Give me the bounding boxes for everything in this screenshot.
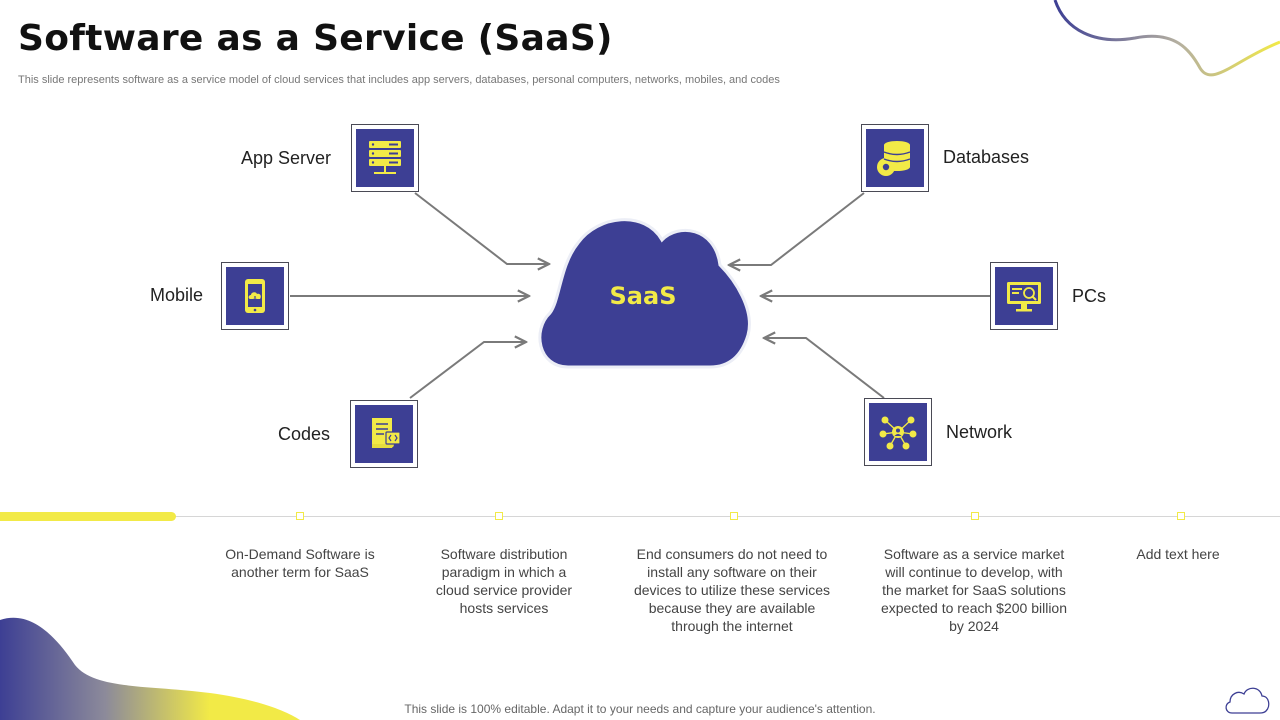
- monitor-chart-icon: [1007, 282, 1041, 312]
- code-scroll-icon: [368, 418, 401, 448]
- network-tile: [864, 398, 932, 466]
- saas-label: SaaS: [609, 282, 677, 310]
- timeline-text-2: Software distribution paradigm in which …: [435, 546, 573, 616]
- mobile-cloud-icon: [245, 279, 265, 313]
- codes-tile: [350, 400, 418, 468]
- page-subtitle: This slide represents software as a serv…: [18, 74, 780, 86]
- timeline-text-3: End consumers do not need to install any…: [633, 546, 831, 634]
- saas-cloud: [538, 218, 751, 369]
- top-wave-decoration: [1053, 0, 1280, 77]
- network-label: Network: [946, 422, 1013, 442]
- timeline-text-1: On-Demand Software is another term for S…: [225, 546, 375, 580]
- mobile-label: Mobile: [150, 285, 204, 305]
- server-rack-icon: [369, 141, 401, 174]
- pcs-label: PCs: [1072, 286, 1107, 306]
- app-server-label: App Server: [241, 148, 332, 168]
- timeline-marker: [495, 512, 503, 520]
- timeline-text-4: Software as a service market will contin…: [880, 546, 1068, 634]
- timeline-marker: [971, 512, 979, 520]
- timeline-accent: [0, 512, 176, 521]
- timeline-marker: [1177, 512, 1185, 520]
- app-server-tile: [351, 124, 419, 192]
- databases-label: Databases: [943, 147, 1030, 167]
- cloud-outline-icon: [1225, 687, 1270, 714]
- connector-app-server: [414, 192, 549, 264]
- timeline-marker: [730, 512, 738, 520]
- databases-tile: [861, 124, 929, 192]
- connector-databases: [729, 192, 865, 265]
- database-gear-icon: [877, 141, 911, 176]
- pcs-tile: [990, 262, 1058, 330]
- timeline-text-5: Add text here: [1136, 546, 1220, 562]
- footer-note: This slide is 100% editable. Adapt it to…: [404, 702, 876, 716]
- timeline-marker: [296, 512, 304, 520]
- connector-network: [764, 338, 885, 399]
- mobile-tile: [221, 262, 289, 330]
- bottom-blob-decoration: [0, 617, 300, 720]
- page-title: Software as a Service (SaaS): [18, 18, 613, 59]
- timeline-line: [0, 516, 1280, 517]
- network-people-icon: [879, 416, 917, 450]
- connector-codes: [409, 342, 526, 399]
- codes-label: Codes: [278, 424, 331, 444]
